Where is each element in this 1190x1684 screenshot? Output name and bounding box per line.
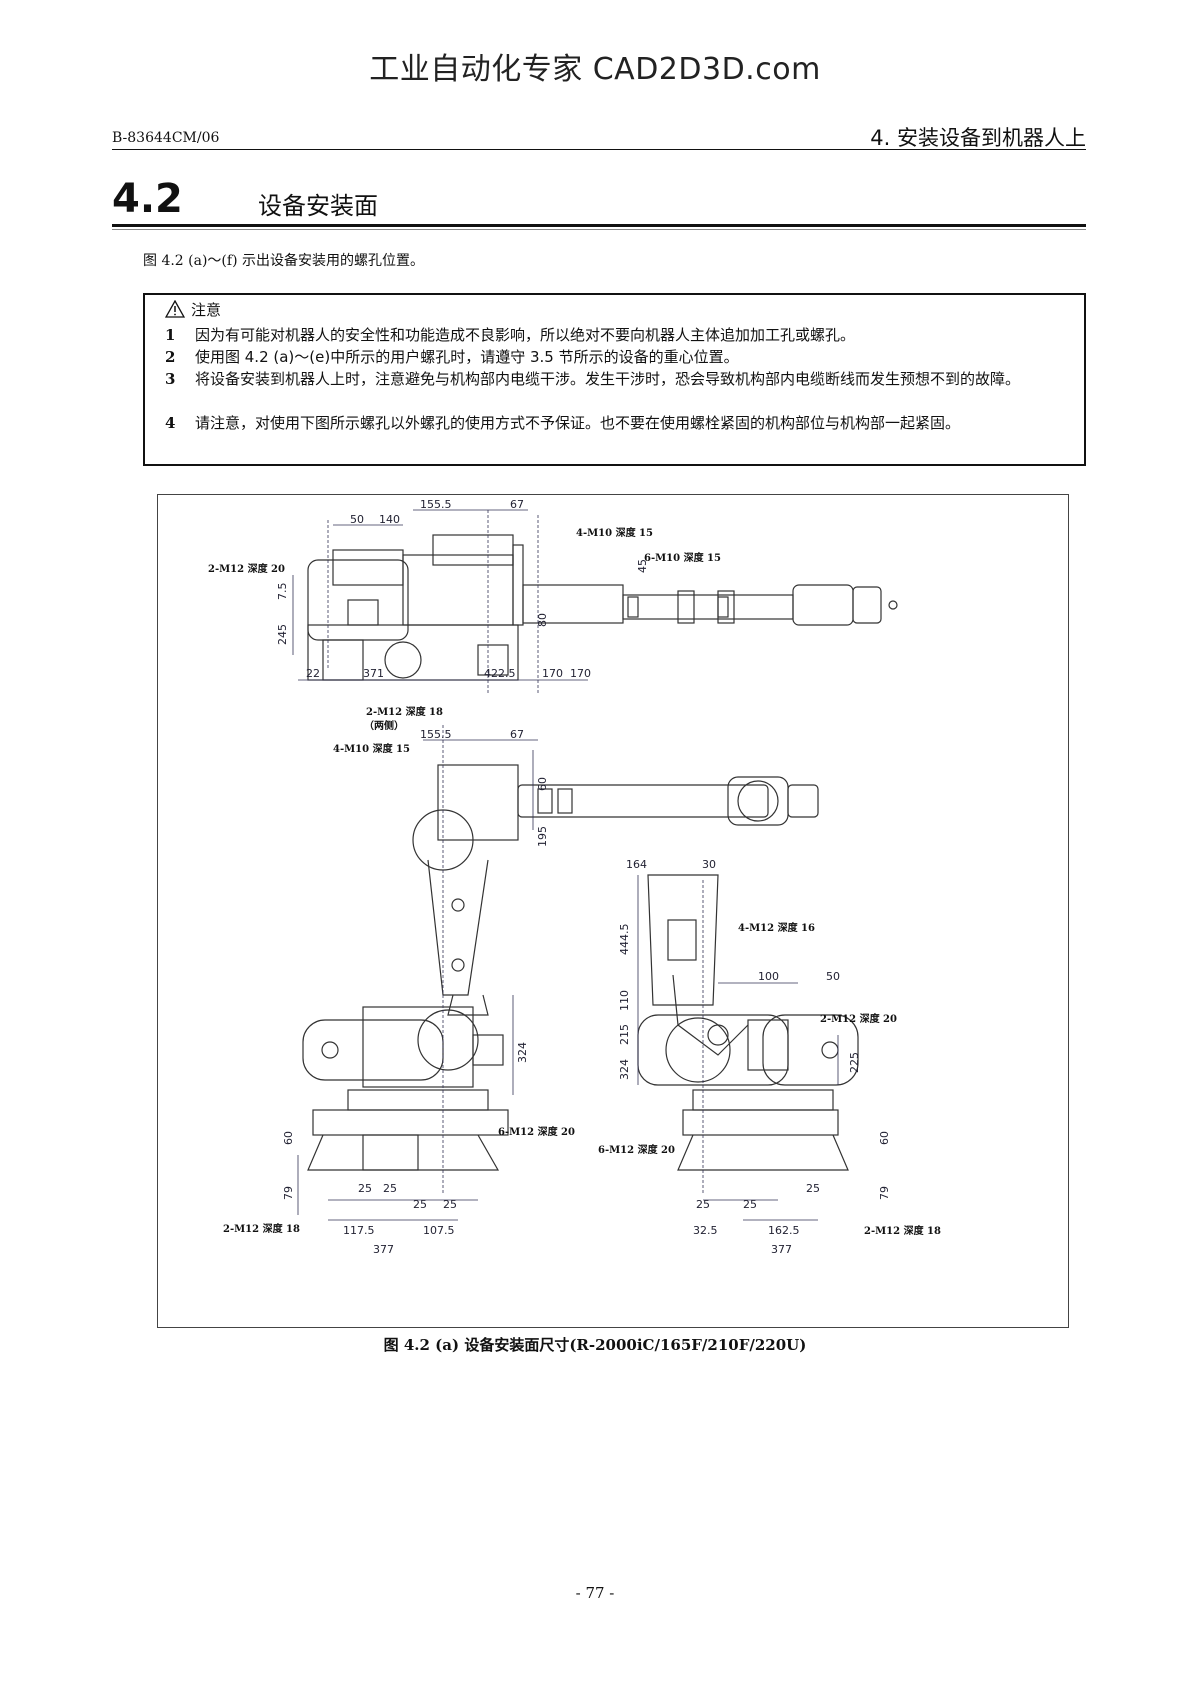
dim-label: 25: [358, 1182, 372, 1195]
dim-label: 371: [363, 667, 384, 680]
dim-label: 117.5: [343, 1224, 375, 1237]
watermark-text: 工业自动化专家 CAD2D3D.com: [369, 52, 821, 87]
caution-box: 注意 1 因为有可能对机器人的安全性和功能造成不良影响，所以绝对不要向机器人主体…: [143, 293, 1086, 466]
section-number: 4.2: [112, 176, 183, 222]
dim-label: 79: [878, 1186, 891, 1200]
dim-label: 110: [618, 990, 631, 1011]
thread-label: 4-M12 深度 16: [738, 921, 815, 934]
dim-label: 422.5: [484, 667, 516, 680]
dim-label: 60: [282, 1131, 295, 1145]
dim-label: 162.5: [768, 1224, 800, 1237]
dim-label: 67: [510, 498, 524, 511]
dim-label: 50: [350, 513, 364, 526]
thread-label: 2-M12 深度 18: [223, 1222, 300, 1235]
dim-label: 45: [636, 559, 649, 573]
thread-label: 2-M12 深度 18: [366, 705, 443, 718]
dim-label: 324: [618, 1059, 631, 1080]
dim-label: 25: [696, 1198, 710, 1211]
dim-label: 324: [516, 1042, 529, 1063]
dim-label: 25: [806, 1182, 820, 1195]
dim-label: 155.5: [420, 728, 452, 741]
document-code: B-83644CM/06: [112, 130, 220, 146]
dim-label: 377: [373, 1243, 394, 1256]
thread-label: 6-M10 深度 15: [644, 551, 721, 564]
dim-label: 60: [536, 777, 549, 791]
header-rule: [112, 149, 1086, 150]
dim-label: 25: [383, 1182, 397, 1195]
thread-label: 4-M10 深度 15: [576, 526, 653, 539]
thread-label: 2-M12 深度 18: [864, 1224, 941, 1237]
caution-item-number: 3: [165, 370, 176, 388]
dim-label: 377: [771, 1243, 792, 1256]
figure-caption: 图 4.2 (a) 设备安装面尺寸(R-2000iC/165F/210F/220…: [383, 1336, 807, 1354]
dim-label: 195: [536, 826, 549, 847]
dim-label: 7.5: [276, 583, 289, 601]
dim-label: 30: [702, 858, 716, 871]
dim-label: 170: [570, 667, 591, 680]
thread-label-note: （两侧）: [364, 719, 404, 732]
caution-heading: 注意: [164, 299, 222, 320]
dim-label: 225: [848, 1052, 861, 1073]
dim-label: 60: [878, 1131, 891, 1145]
caution-item-text: 因为有可能对机器人的安全性和功能造成不良影响，所以绝对不要向机器人主体追加加工孔…: [195, 326, 856, 344]
caution-item-number: 2: [165, 348, 176, 366]
dim-label: 164: [626, 858, 647, 871]
dim-label: 25: [413, 1198, 427, 1211]
caution-heading-label: 注意: [191, 301, 222, 319]
figure-frame: 50 140 155.5 67 7.5 245 22 371 422.5 170…: [157, 494, 1069, 1328]
thread-label: 4-M10 深度 15: [333, 742, 410, 755]
section-rule-shadow: [112, 229, 1086, 230]
dim-label: 32.5: [693, 1224, 718, 1237]
caution-item-number: 4: [165, 414, 176, 432]
dim-label: 50: [826, 970, 840, 983]
dim-label: 140: [379, 513, 400, 526]
thread-label: 2-M12 深度 20: [820, 1012, 897, 1025]
dim-label: 22: [306, 667, 320, 680]
dimension-labels: 50 140 155.5 67 7.5 245 22 371 422.5 170…: [208, 498, 941, 1256]
side-view-drawing: [302, 764, 819, 1171]
dim-label: 25: [743, 1198, 757, 1211]
page-number: - 77 -: [575, 1584, 615, 1602]
thread-label: 6-M12 深度 20: [598, 1143, 675, 1156]
thread-label: 2-M12 深度 20: [208, 562, 285, 575]
section-rule: [112, 224, 1086, 227]
caution-item-text: 将设备安装到机器人上时，注意避免与机构部内电缆干涉。发生干涉时，恐会导致机构部内…: [195, 370, 1021, 388]
robot-drawing: 50 140 155.5 67 7.5 245 22 371 422.5 170…: [208, 498, 941, 1256]
dim-label: 245: [276, 624, 289, 645]
caution-item-number: 1: [165, 326, 176, 344]
intro-text: 图 4.2 (a)～(f) 示出设备安装用的螺孔位置。: [143, 253, 424, 269]
section-title: 设备安装面: [258, 192, 378, 220]
dim-label: 80: [536, 613, 549, 627]
dim-label: 444.5: [618, 924, 631, 956]
dim-label: 79: [282, 1186, 295, 1200]
dim-label: 25: [443, 1198, 457, 1211]
thread-label: 6-M12 深度 20: [498, 1125, 575, 1138]
dim-label: 155.5: [420, 498, 452, 511]
dim-label: 100: [758, 970, 779, 983]
dim-label: 170: [542, 667, 563, 680]
dim-label: 215: [618, 1024, 631, 1045]
chapter-title: 4. 安装设备到机器人上: [870, 126, 1086, 150]
top-view-drawing: [307, 534, 898, 681]
caution-item-text: 请注意，对使用下图所示螺孔以外螺孔的使用方式不予保证。也不要在使用螺栓紧固的机构…: [195, 414, 961, 432]
caution-item-text: 使用图 4.2 (a)～(e)中所示的用户螺孔时，请遵守 3.5 节所示的设备的…: [195, 348, 739, 366]
dim-label: 107.5: [423, 1224, 455, 1237]
warning-triangle-icon: [164, 299, 186, 318]
dim-label: 67: [510, 728, 524, 741]
